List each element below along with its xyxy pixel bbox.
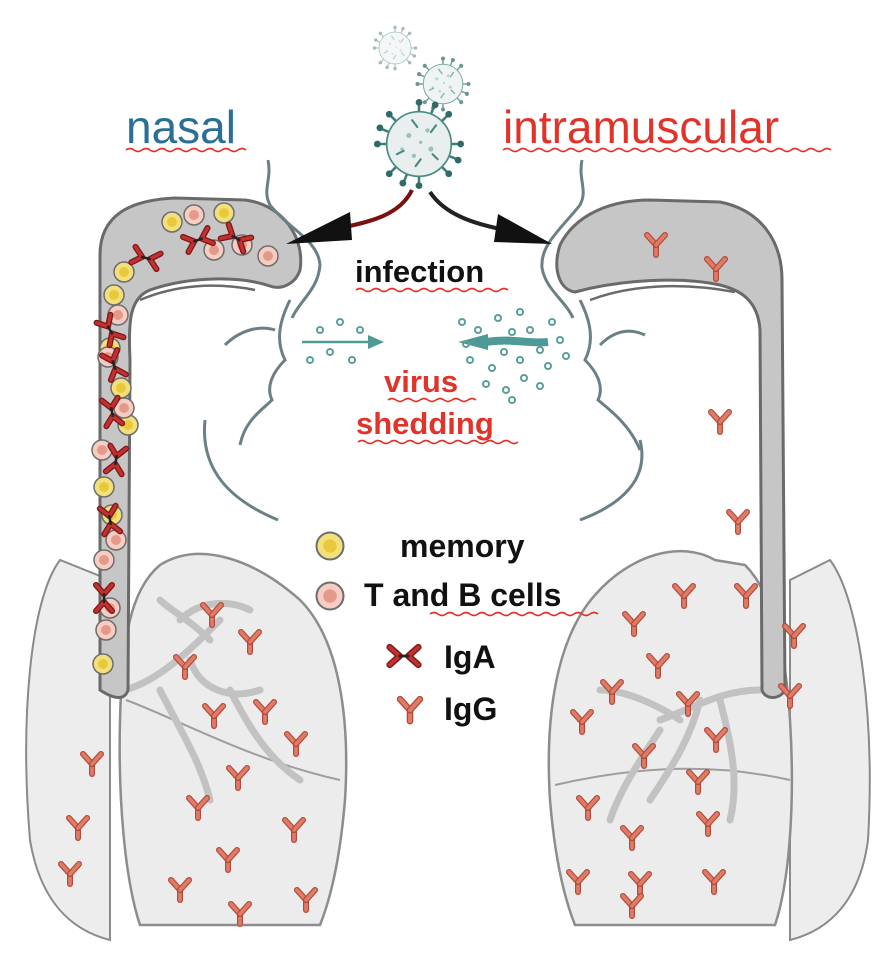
virus-label: virus [384, 364, 458, 399]
nasal-airway [98, 196, 303, 699]
nasal-lung [118, 552, 348, 927]
legend-t-and-b-cells: T and B cells [364, 577, 561, 613]
igg-antibody-icon [400, 699, 420, 721]
nasal-label: nasal [126, 101, 236, 153]
legend-igg: IgG [444, 691, 497, 727]
legend-iga: IgA [444, 639, 496, 675]
iga-antibody-icon [390, 647, 419, 665]
shedding-label: shedding [356, 406, 494, 441]
intramuscular-lung [547, 549, 794, 927]
intramuscular-label: intramuscular [503, 101, 779, 153]
shedding-arrow-icon [302, 334, 549, 350]
virus-particles [306, 308, 570, 404]
legend: memory T and B cells IgA IgG [315, 528, 599, 727]
infection-arrow-icon [286, 189, 552, 244]
memory-cell-icon [315, 531, 345, 561]
tb-cell-icon [315, 581, 345, 611]
virus-icon [372, 25, 472, 191]
legend-memory: memory [400, 528, 525, 564]
infection-label: infection [355, 254, 484, 289]
intramuscular-airway [555, 198, 787, 699]
